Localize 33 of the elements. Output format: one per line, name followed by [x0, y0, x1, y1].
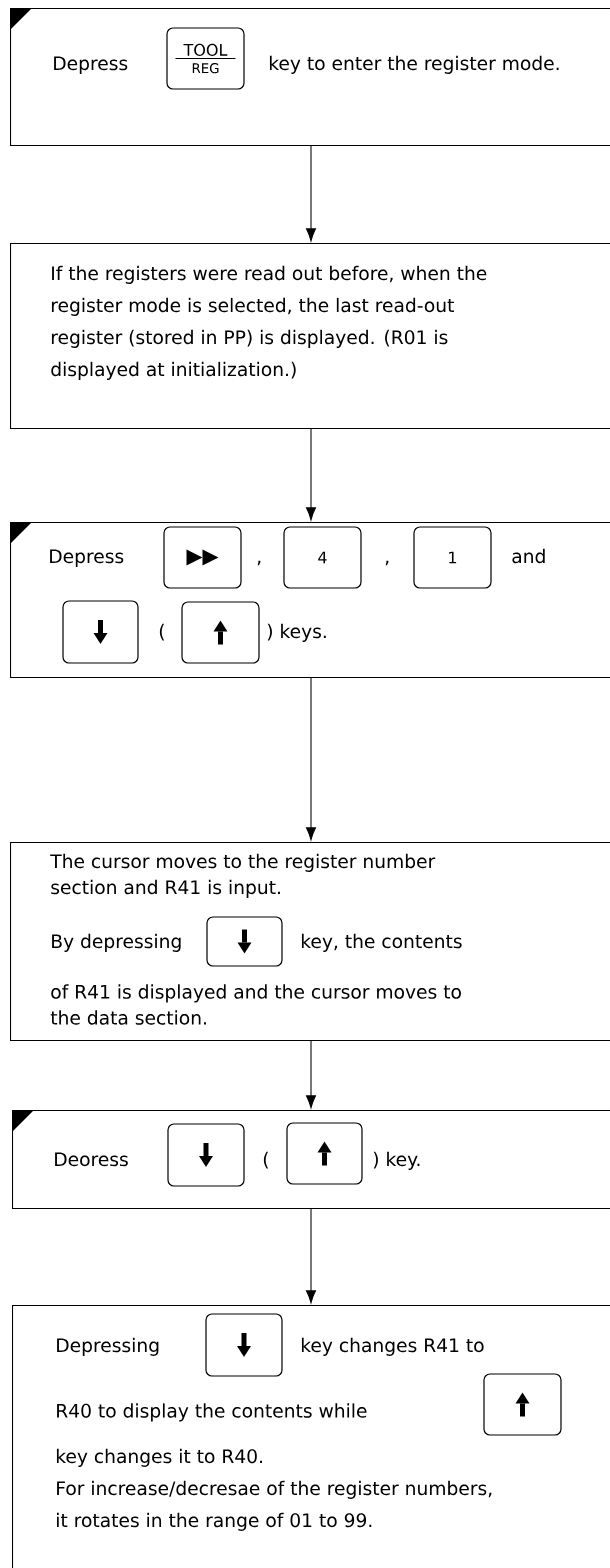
arrow	[306, 1208, 316, 1304]
node-label: ) key.	[373, 1151, 420, 1170]
arrow	[306, 145, 316, 242]
node-label: Depress	[54, 56, 128, 74]
node-label: ,	[257, 560, 261, 566]
node-label: key to enter the register mode.	[269, 55, 559, 74]
key: TOOL REG	[166, 27, 245, 90]
step-box: Depressing key changes R41 to R40 to display the contents while key changes it to R40. For increase/decresae of the register numbers, it rotates in the range of 01 to 99.	[12, 1305, 610, 1568]
arrow	[306, 428, 316, 521]
key: 1	[413, 526, 492, 589]
node-label: of R41 is displayed and the cursor moves to	[51, 984, 461, 1003]
arrow	[306, 677, 316, 841]
node-label: and	[512, 548, 545, 564]
step-box: If the registers were read out before, when the register mode is selected, the last read-out register (stored in PP) is displayed. (R01 is displayed at initialization.)	[10, 243, 610, 430]
node-label: By depressing	[52, 933, 181, 952]
node-label: (	[159, 623, 165, 641]
node-label: Depressing	[57, 1337, 159, 1356]
step-box: Deoress ( ) key.	[12, 1110, 610, 1210]
node-label: key, the contents	[301, 933, 462, 952]
node-label: Deoress	[55, 1152, 128, 1167]
node-label: ,	[385, 560, 389, 566]
node-label: The cursor moves to the register number section and R41 is input.	[50, 853, 436, 898]
node-label: key changes R41 to	[301, 1337, 484, 1356]
node-label: key changes it to R40.	[56, 1448, 262, 1467]
arrow	[306, 1040, 316, 1109]
node-label: For increase/decresae of the register numbers, it rotates in the range of 01 to 99.	[57, 1480, 492, 1531]
key: 4	[283, 526, 362, 589]
step-box: The cursor moves to the register number section and R41 is input. By depressing key, the contents of R41 is displayed and the cursor moves to the data section.	[10, 842, 610, 1042]
node-label: R40 to display the contents while	[57, 1403, 367, 1422]
node-label: Depress	[50, 549, 124, 567]
node-label: ) keys.	[267, 623, 326, 642]
node-label: (	[263, 1151, 269, 1169]
node-label: the data section.	[50, 1010, 206, 1025]
